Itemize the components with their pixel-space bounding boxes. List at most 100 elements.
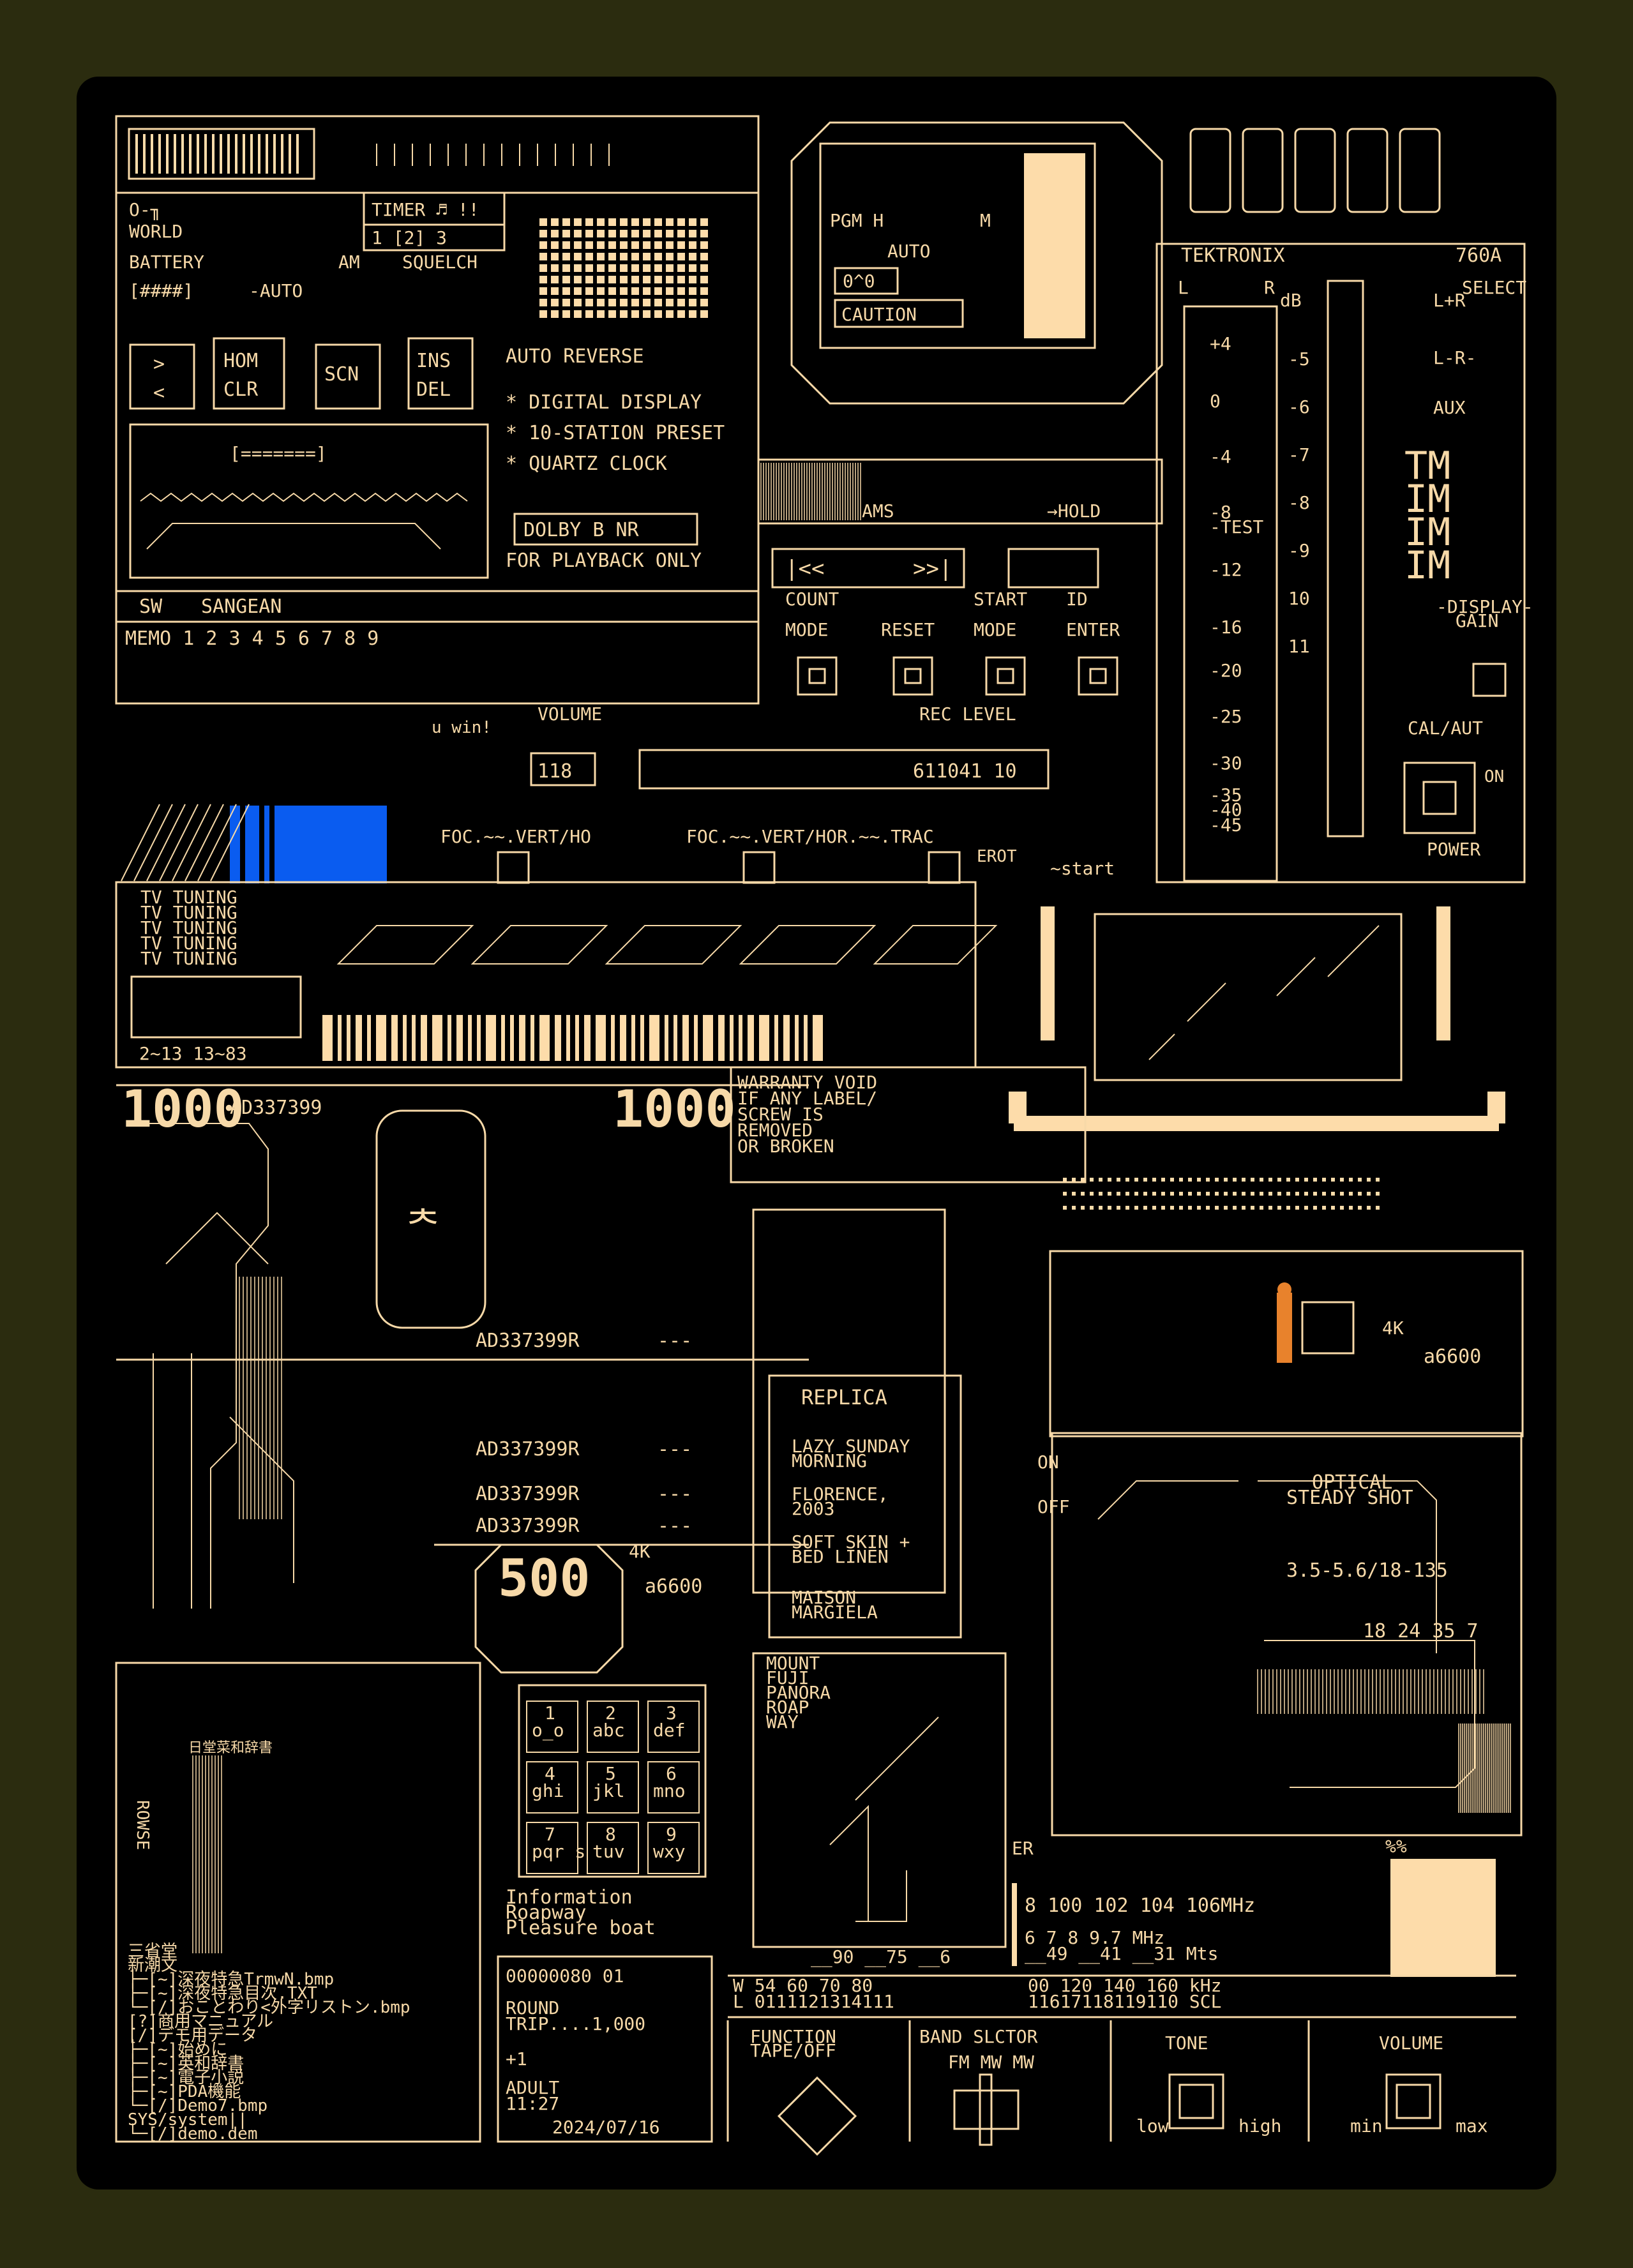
battery-bar — [143, 134, 146, 174]
strip-dot — [1268, 1206, 1272, 1210]
deck-button[interactable] — [797, 656, 838, 696]
grille-dot — [631, 241, 639, 249]
keypad-digit: 8 — [605, 1824, 616, 1845]
grille-dot — [608, 299, 616, 306]
pattern-label: [=======] — [230, 443, 327, 464]
function-dial[interactable] — [777, 2076, 857, 2156]
meter-db: dB — [1280, 290, 1302, 311]
meter-scale-right: -9 — [1288, 540, 1310, 561]
mw-row-2: __49 __41 __31 Mts — [1025, 1943, 1218, 1965]
tv-tuning-label: TV TUNING — [140, 902, 237, 923]
grille-dot — [608, 241, 616, 249]
grille-dot — [620, 299, 628, 306]
keypad-key[interactable] — [647, 1701, 700, 1753]
replica-line: FLORENCE, — [792, 1483, 889, 1505]
timer-label: TIMER ♬ !! — [372, 199, 479, 220]
battery-bar — [296, 134, 299, 174]
deck-button-bottom-label: ENTER — [1066, 619, 1120, 640]
grille-dot — [689, 264, 696, 272]
ams-label: AMS — [862, 500, 894, 522]
key-hom: HOM — [223, 350, 258, 372]
deck-button[interactable] — [1078, 656, 1118, 696]
barcode-bar — [759, 1015, 769, 1061]
grille-dot — [562, 299, 570, 306]
strip-dot — [1233, 1192, 1237, 1196]
hom-clr-button[interactable] — [213, 337, 285, 410]
ticket-adult: ADULT — [506, 2077, 559, 2098]
strip-dot — [1099, 1206, 1102, 1210]
key-clr: CLR — [223, 379, 259, 401]
strip-dot — [1063, 1192, 1067, 1196]
grille-dot — [620, 241, 628, 249]
hatch-line — [146, 804, 186, 882]
strip-dot — [1367, 1192, 1371, 1196]
battery-bar — [266, 134, 268, 174]
keypad-key[interactable] — [526, 1701, 578, 1753]
barcode-bar — [456, 1015, 463, 1061]
volume-knob[interactable] — [1385, 2073, 1441, 2129]
band-switch[interactable] — [953, 2089, 1020, 2130]
keypad-key[interactable] — [587, 1701, 639, 1753]
grille-dot — [631, 264, 639, 272]
barcode-bar — [519, 1015, 525, 1061]
keypad-key[interactable] — [587, 1822, 639, 1874]
strip-dot — [1313, 1206, 1317, 1210]
power-button[interactable] — [1403, 762, 1476, 834]
keypad-key[interactable] — [647, 1761, 700, 1814]
barcode-bar — [694, 1015, 698, 1061]
rewind-forward-button[interactable] — [771, 548, 965, 589]
replica-line: BED LINEN — [792, 1546, 889, 1567]
strip-dot — [1063, 1178, 1067, 1182]
deck-button[interactable] — [892, 656, 933, 696]
strip-dot — [1224, 1206, 1228, 1210]
ins-del-button[interactable] — [407, 337, 474, 410]
strip-dot — [1206, 1178, 1210, 1182]
meter-scale-left: -16 — [1210, 617, 1242, 638]
feature-auto-reverse: AUTO REVERSE — [506, 345, 644, 368]
barcode-bar — [468, 1015, 472, 1061]
barcode-bar — [338, 1015, 342, 1061]
tone-knob[interactable] — [1168, 2073, 1224, 2129]
keypad-digit: 3 — [666, 1702, 677, 1724]
grille-dot — [620, 287, 628, 295]
grille-dot — [700, 241, 708, 249]
strip-dot — [1260, 1192, 1263, 1196]
barcode-bar — [566, 1015, 570, 1061]
strip-dot — [1349, 1178, 1353, 1182]
volume-label: VOLUME — [538, 703, 602, 725]
barcode-bar — [421, 1015, 427, 1061]
keypad-key[interactable] — [587, 1761, 639, 1814]
keypad-key[interactable] — [526, 1822, 578, 1874]
grille-dot — [585, 310, 593, 318]
replica-line: 2003 — [792, 1498, 834, 1519]
warranty-line-0: WARRANTY VOID — [737, 1072, 877, 1093]
battery-cell — [1294, 128, 1336, 213]
hold-switch[interactable] — [1007, 548, 1099, 589]
barcode-bar — [739, 1015, 742, 1061]
scan-button[interactable] — [315, 343, 381, 410]
meter-scale-right: 11 — [1288, 636, 1310, 657]
warranty-line-1: IF ANY LABEL/ — [737, 1088, 877, 1109]
timer-presets: 1 [2] 3 — [372, 227, 447, 248]
meter-scale-left: -TEST — [1210, 516, 1263, 537]
strip-dot — [1215, 1192, 1219, 1196]
strip-dot — [1108, 1192, 1111, 1196]
strip-dot — [1206, 1192, 1210, 1196]
grille-dot — [666, 310, 674, 318]
deck-button[interactable] — [985, 656, 1026, 696]
strip-dot — [1090, 1192, 1094, 1196]
radio-module: O-╖ WORLD BATTERY [####] AM SQUELCH -AUT… — [115, 115, 760, 705]
keypad-key[interactable] — [647, 1822, 700, 1874]
grille-dot — [643, 276, 651, 283]
strip-dot — [1260, 1178, 1263, 1182]
keypad-key[interactable] — [526, 1761, 578, 1814]
grille-dot — [689, 241, 696, 249]
tm-glyph: TM — [1404, 444, 1450, 488]
barcode-bar — [531, 1015, 534, 1061]
barcode-bar — [596, 1015, 606, 1061]
volume-max: max — [1456, 2115, 1488, 2137]
grille-dot — [620, 310, 628, 318]
foc-right: FOC.~~.VERT/HOR.~~.TRAC — [686, 826, 934, 847]
arrow-key-button[interactable] — [129, 343, 195, 410]
strip-dot — [1376, 1206, 1380, 1210]
